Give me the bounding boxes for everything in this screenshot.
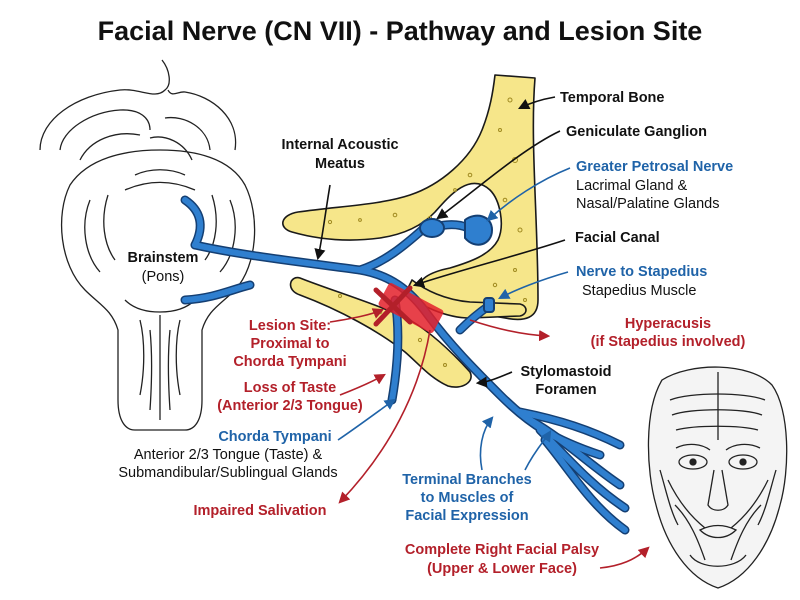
chorda-tympani-target-line1: Anterior 2/3 Tongue (Taste) & [134,447,323,463]
nerve-to-stapedius-label: Nerve to Stapedius [576,264,707,280]
brainstem-label: Brainstem [128,250,199,266]
facial-palsy-label-line2: (Upper & Lower Face) [427,561,577,577]
greater-petrosal-target-line1: Lacrimal Gland & [576,178,688,194]
impaired-salivation-label: Impaired Salivation [194,503,327,519]
lesion-site-label-line2: Proximal to [251,336,330,352]
internal-acoustic-meatus-label-line1: Internal Acoustic [281,137,398,153]
page-title: Facial Nerve (CN VII) - Pathway and Lesi… [98,16,703,46]
face-illustration [647,366,788,589]
loss-of-taste-label-line2: (Anterior 2/3 Tongue) [217,398,363,414]
greater-petrosal-target-line2: Nasal/Palatine Glands [576,196,719,212]
hyperacusis-label-line2: (if Stapedius involved) [591,334,746,350]
stylomastoid-foramen-label-line1: Stylomastoid [520,364,611,380]
terminal-branches-label-line2: to Muscles of [421,490,514,506]
terminal-branches-label-line3: Facial Expression [405,508,528,524]
greater-petrosal-nerve-label: Greater Petrosal Nerve [576,159,733,175]
chorda-tympani-target-line2: Submandibular/Sublingual Glands [118,465,337,481]
lesion-site-label-line1: Lesion Site: [249,318,331,334]
facial-palsy-label-line1: Complete Right Facial Palsy [405,542,599,558]
stylomastoid-foramen-label-line2: Foramen [535,382,596,398]
geniculate-ganglion-label: Geniculate Ganglion [566,124,707,140]
pons-label: (Pons) [142,269,185,285]
terminal-branches-label-line1: Terminal Branches [402,472,531,488]
lesion-site-label-line3: Chorda Tympani [233,354,346,370]
stapedius-muscle-label: Stapedius Muscle [582,283,696,299]
temporal-bone-label: Temporal Bone [560,90,664,106]
internal-acoustic-meatus-label-line2: Meatus [315,156,365,172]
facial-canal-label: Facial Canal [575,230,660,246]
loss-of-taste-label-line1: Loss of Taste [244,380,336,396]
hyperacusis-label-line1: Hyperacusis [625,316,711,332]
brainstem-illustration [39,59,256,431]
chorda-tympani-label: Chorda Tympani [218,429,331,445]
pointer-arrows [314,96,650,569]
